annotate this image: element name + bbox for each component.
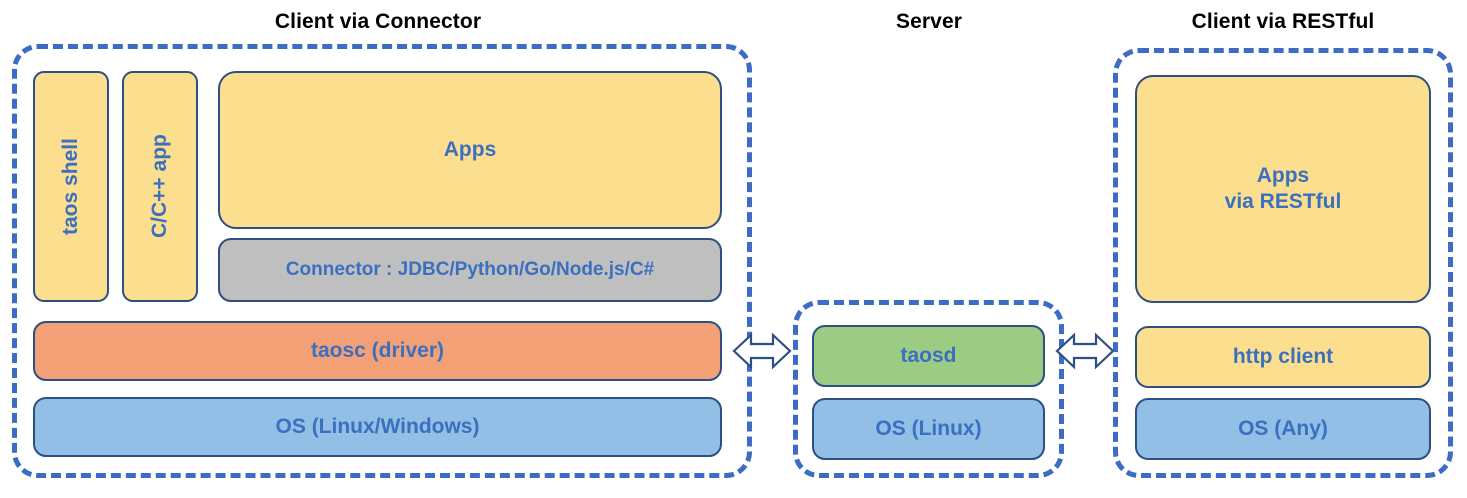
client-restful-container <box>1113 48 1453 478</box>
node-os-linux[interactable]: OS (Linux) <box>812 398 1045 460</box>
group-title-client-restful: Client via RESTful <box>1191 10 1375 33</box>
node-c-cpp-app[interactable]: C/C++ app <box>122 71 198 302</box>
node-os-any[interactable]: OS (Any) <box>1135 398 1431 460</box>
node-taosc-driver[interactable]: taosc (driver) <box>33 321 722 381</box>
right-double-arrow-icon <box>1055 332 1115 370</box>
node-taos-shell[interactable]: taos shell <box>33 71 109 302</box>
server-container <box>793 300 1064 478</box>
group-title-server: Server <box>896 10 962 33</box>
client-connector-container <box>12 44 752 478</box>
node-taosd[interactable]: taosd <box>812 325 1045 387</box>
node-http-client[interactable]: http client <box>1135 326 1431 388</box>
group-title-client-connector: Client via Connector <box>274 10 482 33</box>
node-apps-connector[interactable]: Apps <box>218 71 722 229</box>
node-connector[interactable]: Connector : JDBC/Python/Go/Node.js/C# <box>218 238 722 302</box>
node-apps-restful[interactable]: Apps via RESTful <box>1135 75 1431 303</box>
left-double-arrow-icon <box>732 332 792 370</box>
node-os-linux-windows[interactable]: OS (Linux/Windows) <box>33 397 722 457</box>
